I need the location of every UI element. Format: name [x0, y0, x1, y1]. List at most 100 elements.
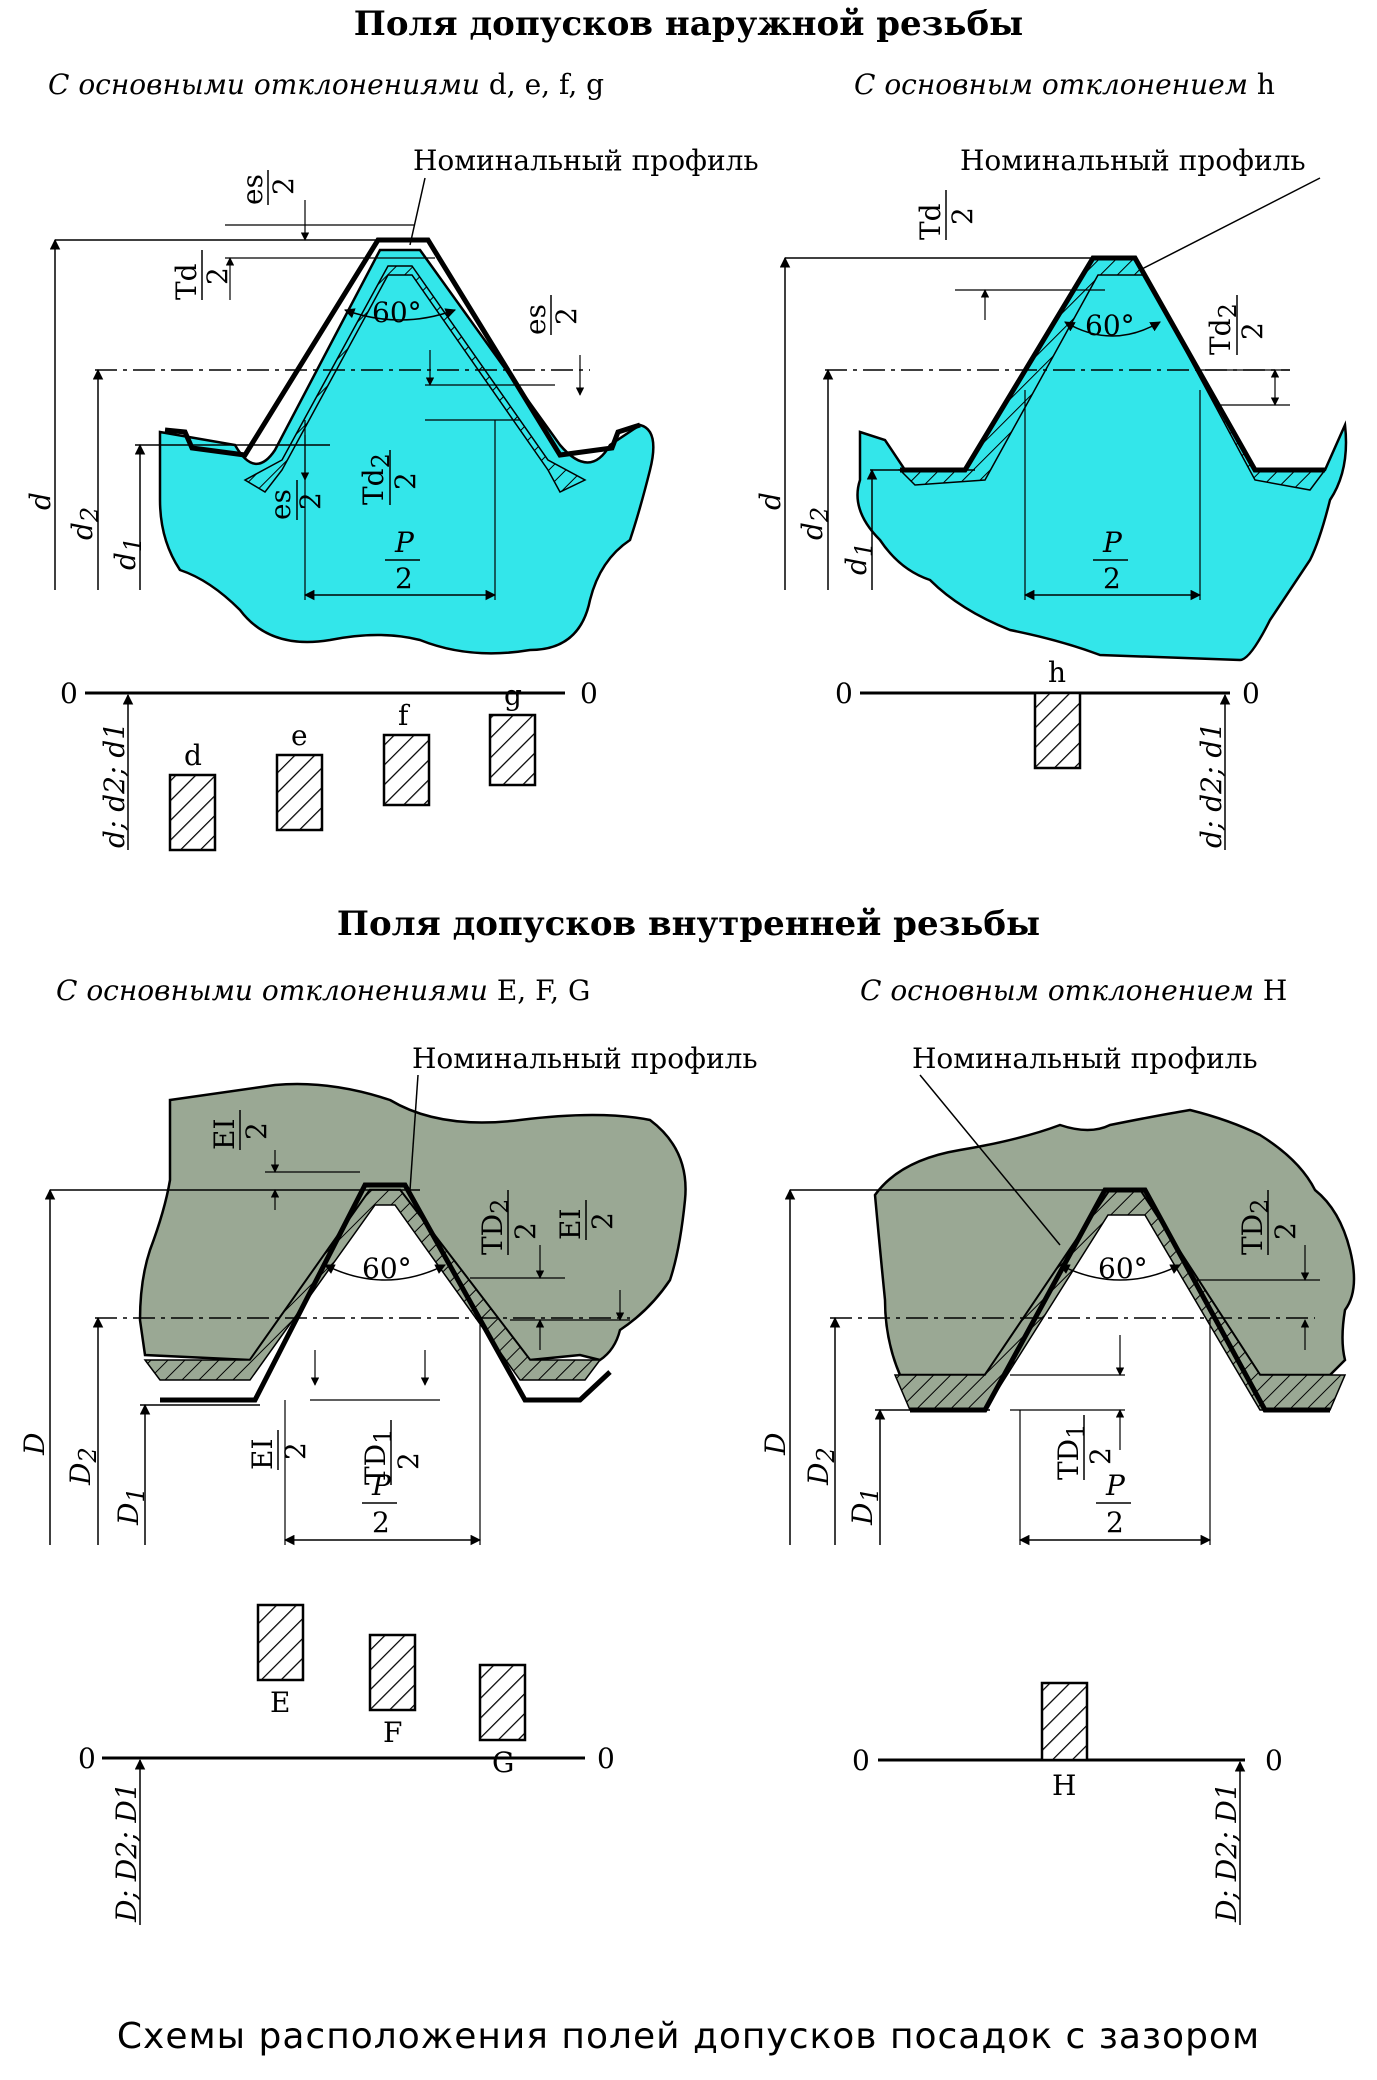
zero-left: 0	[78, 1742, 96, 1775]
field-label-e: e	[291, 719, 308, 752]
nominal-profile-label: Номинальный профиль	[912, 1042, 1258, 1075]
p-label: P	[1105, 1469, 1126, 1502]
label-d1-sub: 1	[119, 537, 147, 552]
ei-right-label: EI	[554, 1209, 587, 1241]
field-box-f	[382, 733, 431, 807]
td1-label-main: TD	[359, 1444, 392, 1485]
external-left-diagram: d d2 d1 es 2 Td 2 60° Номинальный профил…	[24, 144, 759, 852]
field-box-H	[1040, 1681, 1089, 1762]
angle-label: 60°	[1085, 309, 1135, 342]
td1-label-sub: 1	[369, 1429, 397, 1444]
field-label-H: H	[1052, 1769, 1076, 1802]
td-top-label: Td	[170, 263, 203, 300]
nominal-profile-label: Номинальный профиль	[960, 144, 1306, 177]
label-D2: D2	[802, 1447, 840, 1486]
label-D2-main: D	[802, 1463, 835, 1486]
label-d2-main: d	[66, 522, 99, 540]
es-bottom-denom: 2	[294, 492, 327, 510]
internal-left-subtitle: С основными отклонениями E, F, G	[56, 974, 590, 1007]
zero-right: 0	[597, 1742, 615, 1775]
nominal-profile-leader	[919, 1074, 1061, 1246]
td1-label: TD1	[359, 1429, 397, 1485]
td2-label-sub: 2	[1214, 303, 1242, 318]
external-left-tolerance-zone	[243, 265, 587, 493]
angle-label: 60°	[1098, 1252, 1148, 1285]
subtitle-codes: h	[1256, 68, 1275, 101]
internal-left-diagram: D D2 D1 EI 2 60° Номинальный профиль TD2…	[18, 1042, 758, 1925]
label-d1: d1	[840, 542, 878, 575]
label-d1-main: d	[109, 552, 142, 570]
td2-label: Td2	[1204, 303, 1242, 355]
label-d: d	[754, 492, 787, 510]
td2-label-main: TD	[476, 1214, 509, 1255]
ei-top-denom: 2	[240, 1122, 273, 1140]
external-right-diagram: d d2 d1 Td 2 60° Номинальный профиль Td2…	[754, 144, 1348, 850]
td-top-denom: 2	[201, 267, 234, 285]
p-denom: 2	[1103, 562, 1121, 595]
td2-denom: 2	[389, 472, 422, 490]
axis-label: D; D2; D1	[110, 1782, 143, 1923]
zero-left: 0	[852, 1744, 870, 1777]
external-left-material	[158, 248, 655, 655]
field-label-g: g	[504, 679, 522, 712]
subtitle-codes: d, e, f, g	[488, 68, 605, 101]
angle-arc	[344, 308, 456, 321]
subtitle-codes: E, F, G	[496, 974, 591, 1007]
p-label: P	[1102, 526, 1123, 559]
internal-right-subtitle: С основным отклонением H	[860, 974, 1287, 1007]
td2-label-sub: 2	[1246, 1199, 1274, 1214]
internal-right-diagram: D D2 D1 60° Номинальный профиль TD2 2 TD…	[759, 1042, 1356, 1925]
external-right-material	[856, 256, 1348, 662]
ei-bottom-denom: 2	[279, 1442, 312, 1460]
nominal-profile-label: Номинальный профиль	[412, 1042, 758, 1075]
td1-label-main: TD	[1052, 1439, 1085, 1480]
subtitle-text: С основным отклонением	[854, 68, 1248, 101]
ei-bottom-label: EI	[246, 1439, 279, 1471]
external-right-subtitle: С основным отклонением h	[854, 68, 1275, 101]
label-D: D	[759, 1433, 792, 1456]
label-D1-sub: 1	[122, 1487, 150, 1502]
td1-denom: 2	[392, 1452, 425, 1470]
td2-label-sub: 2	[486, 1199, 514, 1214]
td1-denom: 2	[1084, 1447, 1117, 1465]
label-D1-main: D	[846, 1503, 879, 1526]
td1-label: TD1	[1052, 1424, 1090, 1480]
td2-denom: 2	[509, 1222, 542, 1240]
p-label: P	[394, 526, 415, 559]
label-D1: D1	[112, 1487, 150, 1526]
td2-denom: 2	[1236, 322, 1269, 340]
p-denom: 2	[1106, 1506, 1124, 1539]
field-box-h	[1033, 691, 1082, 770]
label-d1-main: d	[840, 557, 873, 575]
td-top-label: Td	[914, 203, 947, 240]
angle-label: 60°	[362, 1252, 412, 1285]
field-box-g	[488, 713, 537, 787]
td2-denom: 2	[1269, 1222, 1302, 1240]
es-top-label: es	[236, 174, 269, 205]
p-denom: 2	[395, 562, 413, 595]
p-denom: 2	[372, 1506, 390, 1539]
internal-thread-title: Поля допусков внутренней резьбы	[336, 904, 1041, 944]
angle-label: 60°	[372, 296, 422, 329]
label-D2-sub: 2	[812, 1447, 840, 1463]
internal-left-nominal-profile-line	[160, 1182, 612, 1403]
td1-label-sub: 1	[1062, 1424, 1090, 1439]
subtitle-codes: H	[1262, 974, 1288, 1007]
td2-label: TD2	[1236, 1199, 1274, 1255]
subtitle-text: С основным отклонением	[860, 974, 1254, 1007]
nominal-profile-label: Номинальный профиль	[413, 144, 759, 177]
nominal-profile-leader	[409, 1074, 419, 1191]
es-right-label: es	[519, 304, 552, 335]
label-d2: d2	[796, 507, 834, 540]
label-D1-main: D	[112, 1503, 145, 1526]
td2-label-main: Td	[357, 468, 390, 505]
zero-right: 0	[1242, 677, 1260, 710]
field-box-F	[368, 1633, 417, 1712]
field-label-h: h	[1048, 656, 1066, 689]
label-D1-sub: 1	[856, 1487, 884, 1502]
es-right-denom: 2	[550, 307, 583, 325]
td2-label-main: TD	[1236, 1214, 1269, 1255]
zero-left: 0	[60, 677, 78, 710]
field-box-d	[168, 773, 217, 852]
